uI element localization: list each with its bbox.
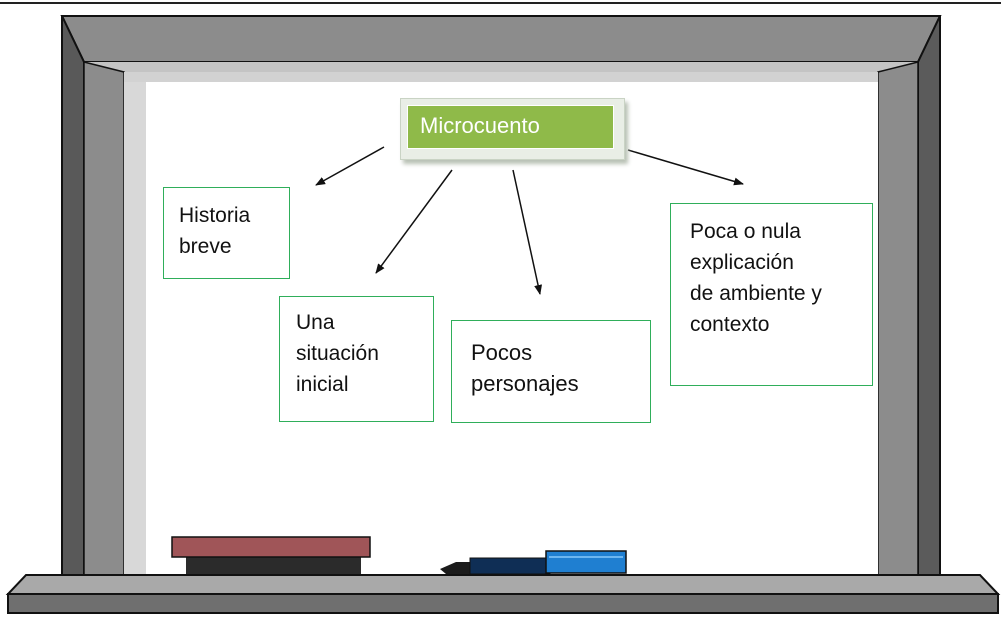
chalk-tray-top [5, 574, 1001, 595]
eraser-base [186, 555, 361, 575]
node-explicacion-ambiente: Poca o nula explicación de ambiente y co… [670, 203, 873, 386]
title-box: Microcuento [400, 98, 625, 160]
frame-left-inner [83, 61, 125, 576]
node-historia-breve-text: Historia breve [179, 204, 251, 258]
top-rule [0, 2, 1001, 4]
arrow-to-historia [315, 146, 385, 186]
frame-top-inner [84, 62, 918, 72]
eraser-top [171, 536, 371, 558]
marker-barrel [469, 557, 551, 575]
marker-tip [440, 562, 470, 574]
node-pocos-personajes: Pocos personajes [451, 320, 651, 423]
frame-inner-top-band [124, 72, 878, 82]
node-historia-breve: Historia breve [163, 187, 290, 279]
board-shadow-left [124, 82, 146, 575]
node-pocos-personajes-text: Pocos personajes [471, 340, 579, 396]
frame-right-outer [917, 15, 941, 576]
arrow-to-personajes [512, 169, 542, 295]
frame-right-inner [877, 61, 919, 576]
frame-left-outer [61, 15, 85, 576]
node-situacion-inicial-text: Una situación inicial [296, 311, 379, 396]
title-label: Microcuento [407, 105, 614, 149]
chalk-tray-front [7, 593, 999, 614]
marker-cap [545, 550, 627, 574]
frame-top-outer [60, 15, 942, 63]
arrow-to-explicacion [627, 149, 744, 186]
node-explicacion-ambiente-text: Poca o nula explicación de ambiente y co… [690, 220, 822, 336]
arrow-to-situacion [375, 169, 453, 274]
node-situacion-inicial: Una situación inicial [279, 296, 434, 422]
